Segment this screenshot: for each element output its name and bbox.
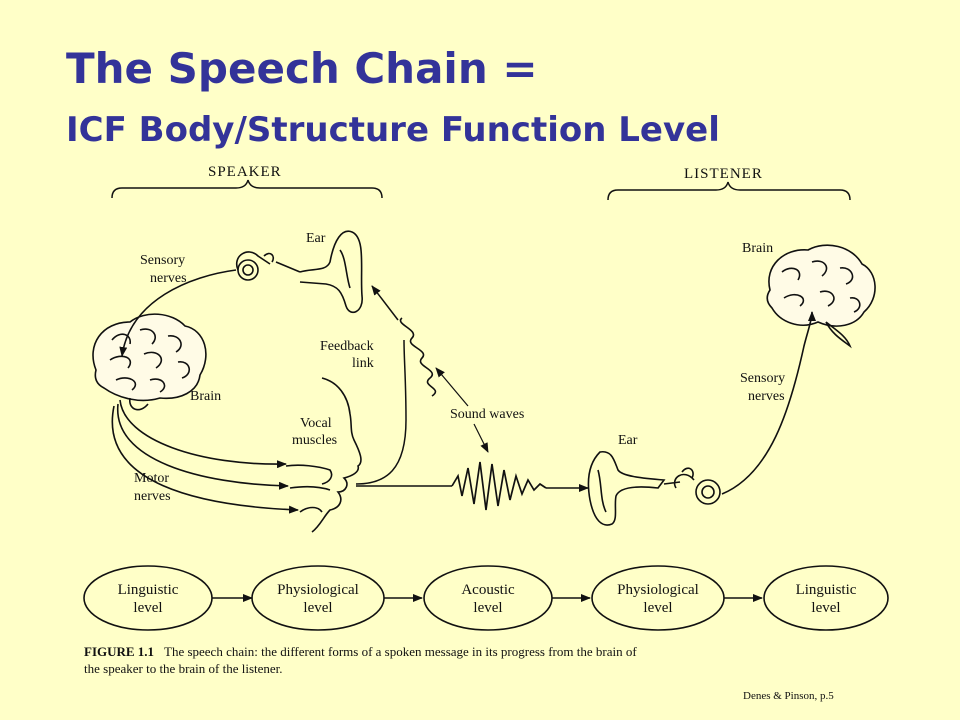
label-feedback-line2: link: [352, 356, 374, 371]
figure-caption-line1: The speech chain: the different forms of…: [164, 644, 637, 659]
sound-waves-pointer-down: [473, 423, 489, 453]
label-brain-speaker: Brain: [190, 389, 221, 404]
label-feedback-line1: Feedback: [320, 339, 374, 354]
speaker-ear-illustration: [235, 230, 363, 314]
motor-nerve-paths: [111, 399, 299, 514]
level-5-line1: Linguistic: [796, 582, 857, 598]
page-title: The Speech Chain =: [66, 44, 538, 93]
sound-wave: [451, 461, 547, 511]
level-ellipse-acoustic: [423, 565, 553, 631]
speaker-brace: [111, 179, 383, 199]
source-credit: Denes & Pinson, p.5: [743, 690, 834, 702]
page-subtitle: ICF Body/Structure Function Level: [66, 110, 720, 150]
feedback-link-path: [355, 339, 407, 485]
levels-row: Linguistic level Physiological level Aco…: [83, 565, 889, 631]
label-vocal-line1: Vocal: [300, 416, 332, 431]
feedback-wave: [399, 317, 437, 397]
label-ear-listener: Ear: [618, 433, 638, 448]
level-3-line1: Acoustic: [461, 582, 515, 598]
level-5-line2: level: [811, 600, 840, 616]
listener-sensory-nerve-path: [721, 311, 816, 495]
listener-ear-illustration: [587, 450, 721, 526]
figure-label: FIGURE 1.1: [84, 644, 154, 659]
label-motor-line1: Motor: [134, 471, 169, 486]
level-2-line2: level: [303, 600, 332, 616]
speaker-face-illustration: [285, 377, 362, 533]
label-listener-sensory-line2: nerves: [748, 389, 785, 404]
speaker-header: SPEAKER: [208, 164, 282, 180]
figure-caption-line2: the speaker to the brain of the listener…: [84, 661, 283, 676]
level-2-line1: Physiological: [277, 582, 359, 598]
speaker-brain-illustration: [92, 313, 207, 411]
level-ellipse-physiological-listener: [591, 565, 725, 631]
level-ellipse-linguistic-listener: [763, 565, 889, 631]
label-sensory-nerves-line2: nerves: [150, 271, 187, 286]
speaker-sensory-nerve-path: [119, 269, 237, 357]
feedback-arrow: [371, 285, 399, 321]
level-1-line2: level: [133, 600, 162, 616]
label-sound-waves: Sound waves: [450, 407, 524, 422]
listener-brace: [607, 181, 851, 201]
level-4-line2: level: [643, 600, 672, 616]
listener-header: LISTENER: [684, 166, 763, 182]
listener-brain-illustration: [766, 244, 876, 349]
label-motor-line2: nerves: [134, 489, 171, 504]
level-3-line2: level: [473, 600, 502, 616]
label-ear-speaker: Ear: [306, 231, 326, 246]
label-vocal-line2: muscles: [292, 433, 337, 448]
level-4-line1: Physiological: [617, 582, 699, 598]
label-sensory-nerves-line1: Sensory: [140, 253, 185, 268]
level-ellipse-linguistic-speaker: [83, 565, 213, 631]
level-ellipse-physiological-speaker: [251, 565, 385, 631]
label-brain-listener: Brain: [742, 241, 773, 256]
level-1-line1: Linguistic: [118, 582, 179, 598]
label-listener-sensory-line1: Sensory: [740, 371, 785, 386]
sound-waves-pointer-up: [435, 367, 469, 407]
